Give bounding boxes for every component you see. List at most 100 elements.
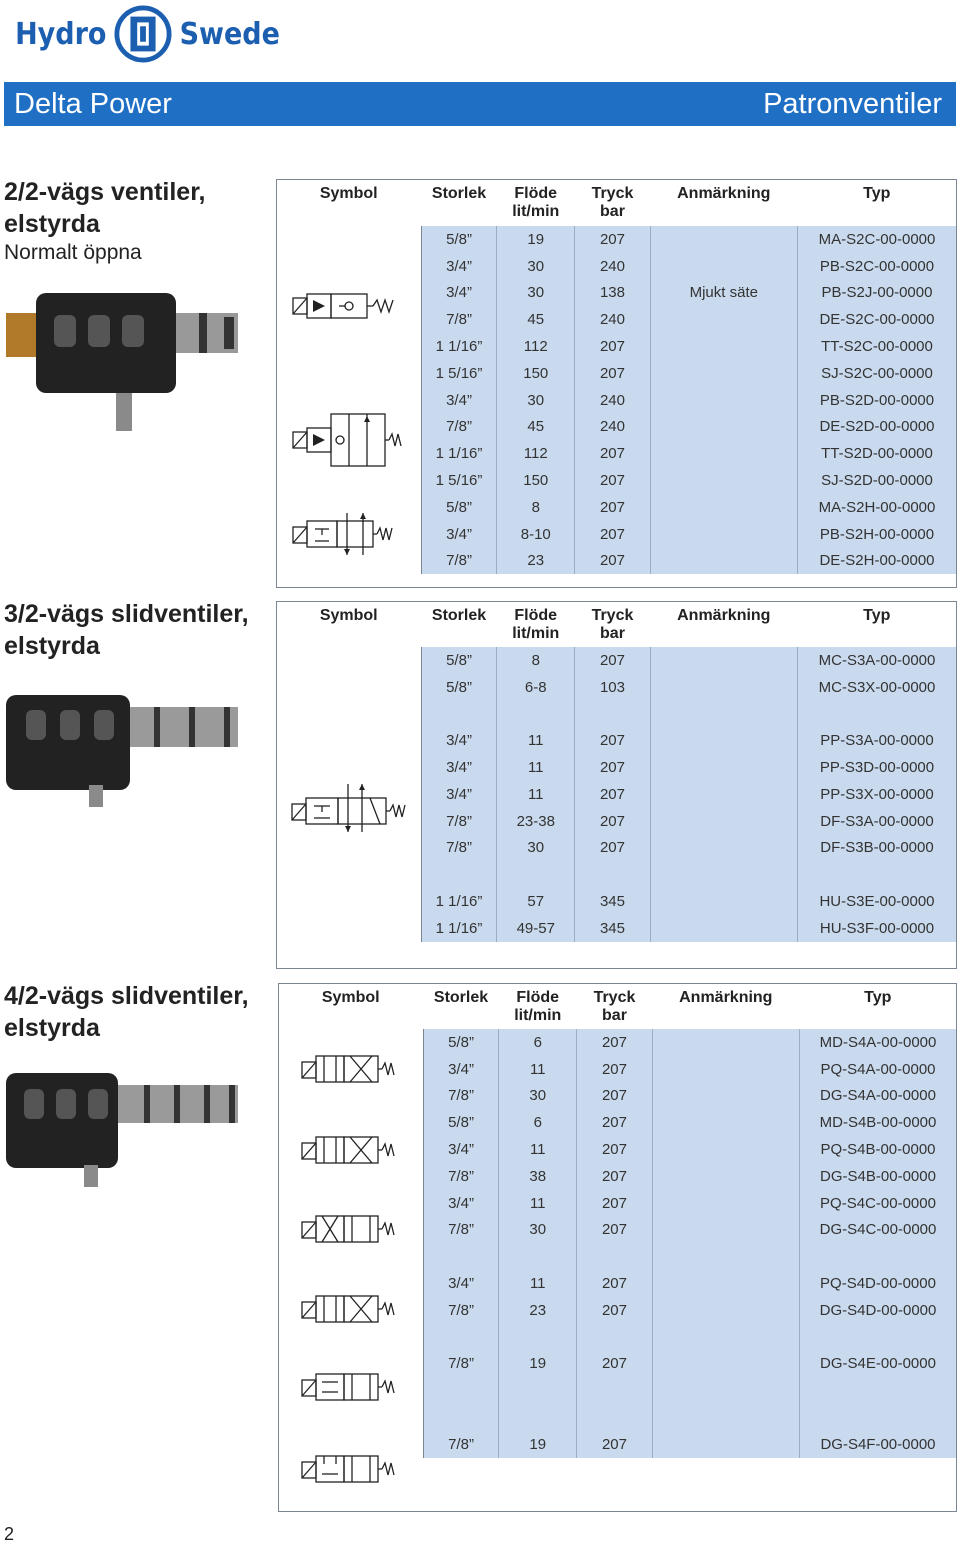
- size-cell: 1 5/16”: [420, 467, 498, 494]
- size-cell: 7/8”: [420, 834, 498, 862]
- remark-cell: [651, 1243, 801, 1271]
- pressure-cell: 207: [576, 1055, 653, 1083]
- section-subtitle: Normalt öppna: [4, 241, 142, 264]
- flow-cell: 45: [496, 306, 576, 334]
- col-header-type: Typ: [863, 607, 891, 624]
- flow-cell: 30: [496, 386, 576, 414]
- valve-symbol-3-2-icon: [291, 784, 406, 832]
- flow-cell: [498, 1243, 578, 1271]
- pressure-label: Tryck: [593, 989, 636, 1006]
- flow-cell: 6-8: [496, 673, 576, 701]
- type-cell: DG-S4D-00-0000: [799, 1296, 956, 1324]
- pressure-cell: 207: [576, 1350, 653, 1378]
- pressure-cell: 207: [574, 333, 651, 360]
- size-cell: 7/8”: [422, 1082, 500, 1110]
- flow-cell: 23: [498, 1296, 578, 1324]
- section-title-2-2: 2/2-vägs ventiler, elstyrda Normalt öppn…: [4, 176, 274, 266]
- valve-symbol-2-2-check-icon: [292, 413, 402, 468]
- section-heading: 4/2-vägs slidventiler, elstyrda: [4, 982, 249, 1042]
- remark-cell: [651, 1055, 801, 1083]
- type-cell: HU-S3E-00-0000: [797, 888, 956, 915]
- brand-right: Swede: [179, 16, 280, 52]
- pressure-cell: 207: [574, 647, 651, 674]
- type-cell: DG-S4F-00-0000: [799, 1430, 956, 1458]
- type-cell: DG-S4A-00-0000: [799, 1082, 956, 1110]
- pressure-cell: 207: [576, 1430, 653, 1458]
- type-cell: PB-S2J-00-0000: [797, 279, 956, 307]
- symbol-cell: [276, 647, 422, 942]
- flow-cell: 23: [496, 547, 576, 575]
- flow-cell: 6: [498, 1109, 578, 1137]
- type-cell: TT-S2D-00-0000: [797, 440, 956, 468]
- type-cell: DG-S4E-00-0000: [799, 1350, 956, 1378]
- type-cell: DG-S4B-00-0000: [799, 1162, 956, 1190]
- size-cell: 3/4”: [422, 1055, 500, 1083]
- valve-symbol-4-2-b-icon: [301, 1136, 395, 1164]
- remark-cell: [649, 754, 799, 781]
- flow-cell: 150: [496, 467, 576, 494]
- flow-cell: 6: [498, 1029, 578, 1056]
- flow-label: Flöde: [514, 607, 558, 624]
- pressure-cell: [574, 861, 651, 889]
- type-cell: PB-S2C-00-0000: [797, 252, 956, 280]
- pressure-cell: 207: [576, 1136, 653, 1163]
- pressure-cell: 207: [576, 1270, 653, 1297]
- table-row: [278, 1323, 956, 1351]
- symbol-cell: [276, 226, 422, 387]
- size-cell: [420, 700, 498, 728]
- pressure-cell: 207: [574, 520, 651, 548]
- col-header-remark: Anmärkning: [677, 185, 771, 202]
- flow-cell: 30: [498, 1216, 578, 1244]
- flow-cell: 19: [498, 1350, 578, 1378]
- remark-cell: [651, 1216, 801, 1244]
- remark-cell: [651, 1323, 801, 1351]
- size-cell: 7/8”: [422, 1162, 500, 1190]
- col-header-type: Typ: [864, 989, 892, 1006]
- size-cell: 1 1/16”: [420, 914, 498, 942]
- remark-cell: [651, 1377, 801, 1405]
- flow-cell: 8-10: [496, 520, 576, 548]
- size-cell: 1 1/16”: [420, 440, 498, 468]
- remark-cell: [649, 467, 799, 494]
- flow-cell: 112: [496, 333, 576, 360]
- remark-cell: [651, 1404, 801, 1431]
- solenoid-valve-photo-1: [6, 293, 238, 431]
- type-cell: [797, 700, 956, 728]
- section-title-3-2: 3/2-vägs slidventiler, elstyrda: [4, 598, 274, 662]
- remark-cell: [651, 1109, 801, 1137]
- type-cell: PB-S2H-00-0000: [797, 520, 956, 548]
- size-cell: 5/8”: [420, 647, 498, 674]
- size-cell: 7/8”: [420, 413, 498, 441]
- size-cell: 7/8”: [422, 1430, 500, 1458]
- solenoid-valve-photo-2: [6, 695, 238, 807]
- flow-cell: [496, 861, 576, 889]
- type-cell: DG-S4C-00-0000: [799, 1216, 956, 1244]
- type-cell: PP-S3D-00-0000: [797, 754, 956, 781]
- pressure-label: Tryck: [591, 607, 634, 624]
- size-cell: 3/4”: [420, 279, 498, 307]
- size-cell: 3/4”: [422, 1189, 500, 1217]
- pressure-cell: 207: [574, 226, 651, 253]
- flow-cell: 11: [496, 780, 576, 808]
- pressure-unit: bar: [600, 625, 625, 642]
- size-cell: 7/8”: [422, 1296, 500, 1324]
- flow-cell: 11: [496, 754, 576, 781]
- remark-cell: [649, 386, 799, 414]
- remark-cell: [649, 834, 799, 862]
- banner-right-title: Patronventiler: [763, 87, 942, 120]
- size-cell: 5/8”: [422, 1029, 500, 1056]
- size-cell: 3/4”: [420, 386, 498, 414]
- pressure-cell: 345: [574, 914, 651, 942]
